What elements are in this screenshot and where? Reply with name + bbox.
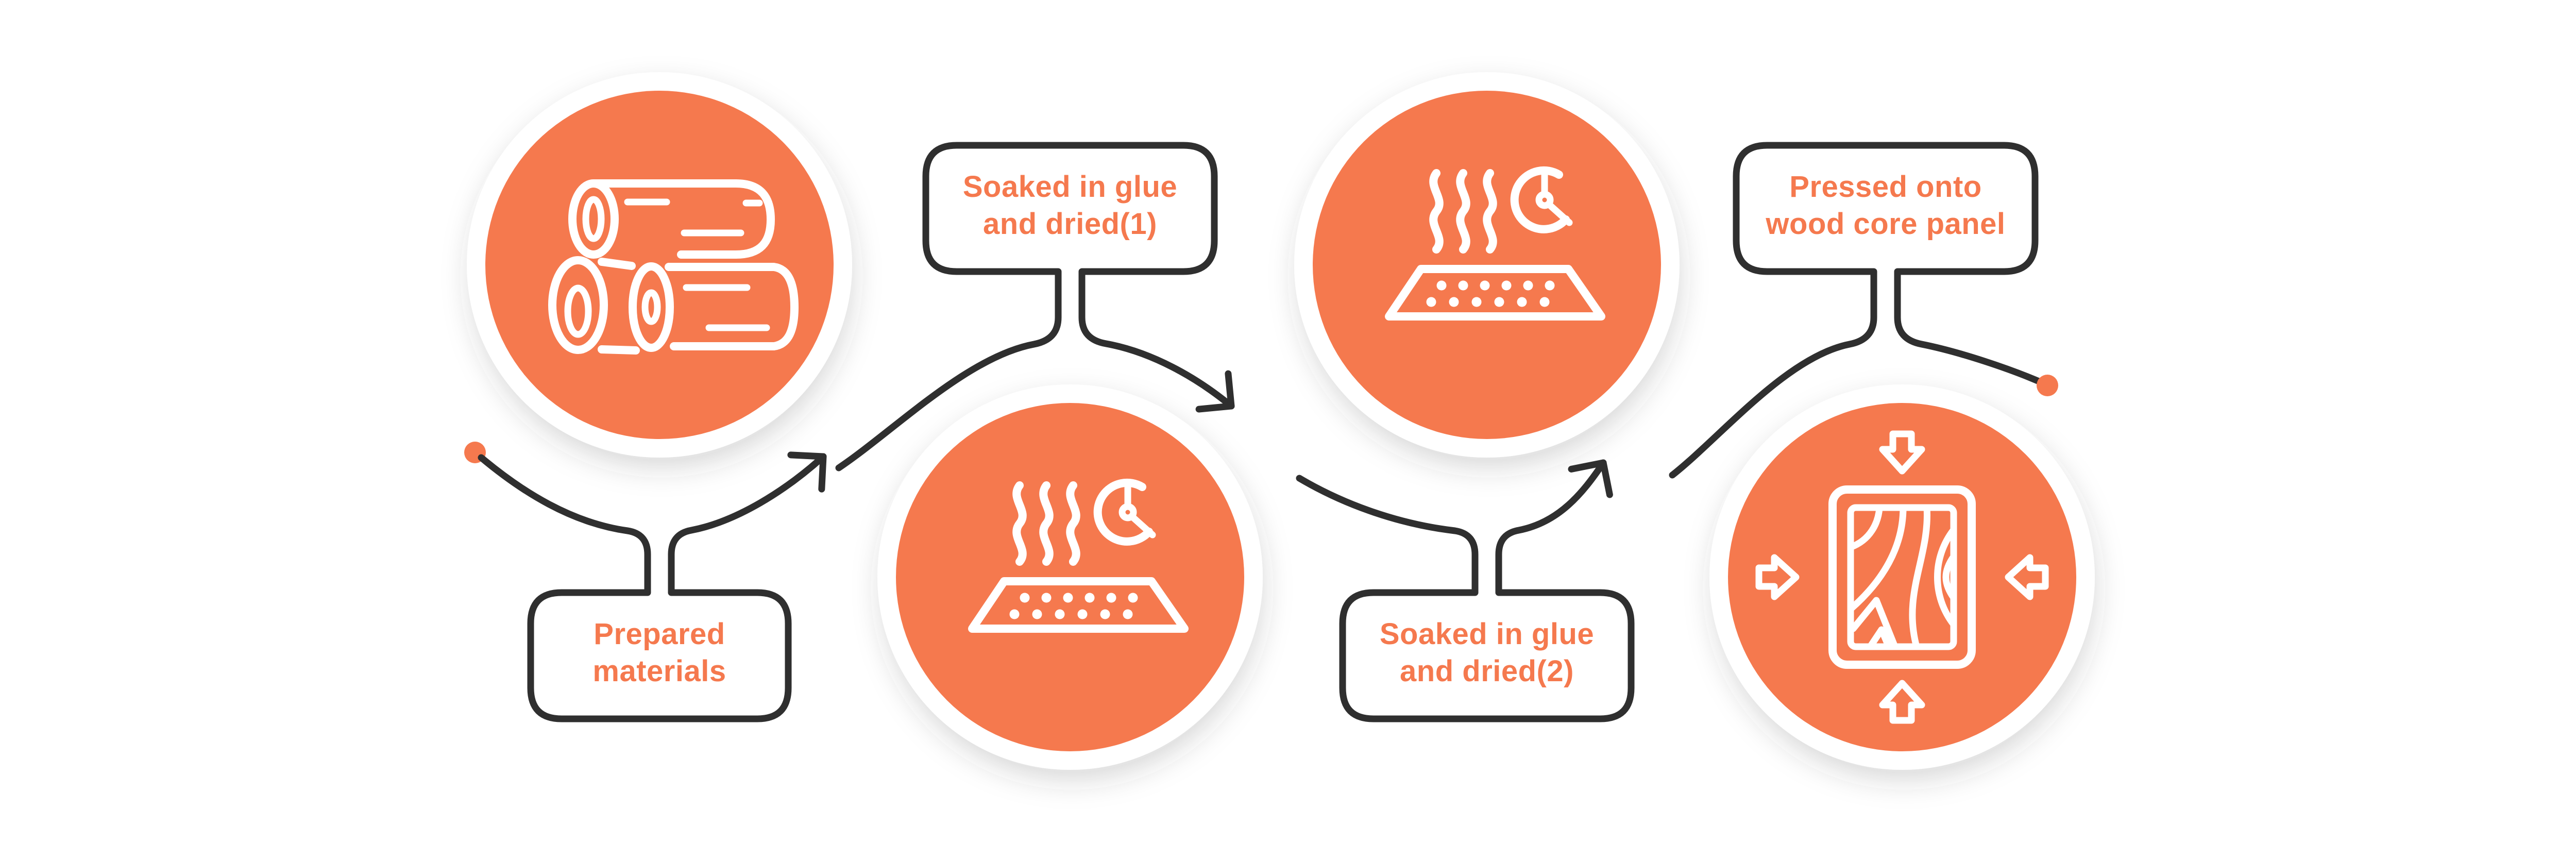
step-1-label-box	[527, 589, 792, 722]
step-3-label-line1: Soaked in glue	[1380, 617, 1594, 651]
step-3-label-line2: and dried(2)	[1400, 654, 1574, 688]
press-arrow-up-icon	[1879, 680, 1925, 724]
step-4-circle	[1728, 403, 2076, 751]
connector-segment-1-arrow	[668, 451, 827, 596]
connector-segment-4-right	[1894, 268, 2045, 386]
panel-press-icon	[1755, 430, 2049, 724]
step-4-label: Pressed onto wood core panel	[1733, 142, 2039, 275]
step-3-label: Soaked in glue and dried(2)	[1339, 589, 1635, 722]
step-2-label-line1: Soaked in glue	[963, 170, 1177, 204]
step-3-label-box	[1339, 589, 1635, 722]
step-1-label-line2: materials	[592, 654, 726, 688]
press-arrow-right-icon	[1755, 554, 1800, 600]
step-1-label-line1: Prepared	[594, 617, 725, 651]
connector-segment-4-left	[1669, 268, 1877, 479]
drying-sheet-clock-icon	[968, 478, 1189, 633]
wood-logs-icon	[548, 179, 799, 355]
connector-segment-2-arrow	[1078, 268, 1235, 413]
step-4	[1709, 384, 2095, 770]
connector-segment-2-left	[835, 268, 1062, 471]
connector-segment-3-arrow	[1495, 459, 1613, 596]
drying-sheet-clock-icon	[1385, 166, 1605, 321]
step-2-label-box	[922, 142, 1218, 275]
press-arrow-down-icon	[1879, 430, 1925, 475]
flow-end-dot	[2037, 375, 2058, 396]
step-2-label-line2: and dried(1)	[983, 207, 1157, 241]
press-arrow-left-icon	[2005, 554, 2049, 600]
step-1	[467, 72, 852, 458]
step-4-label-box	[1733, 142, 2039, 275]
step-4-label-line2: wood core panel	[1765, 207, 2005, 241]
step-2	[877, 384, 1263, 770]
step-3	[1294, 72, 1680, 458]
step-1-label: Prepared materials	[527, 589, 792, 722]
step-4-label-line1: Pressed onto	[1789, 170, 1981, 204]
connector-segment-3-left	[1296, 475, 1479, 596]
flow-connector	[464, 268, 2058, 596]
connector-segment-1-left	[478, 454, 651, 596]
step-2-label: Soaked in glue and dried(1)	[922, 142, 1218, 275]
